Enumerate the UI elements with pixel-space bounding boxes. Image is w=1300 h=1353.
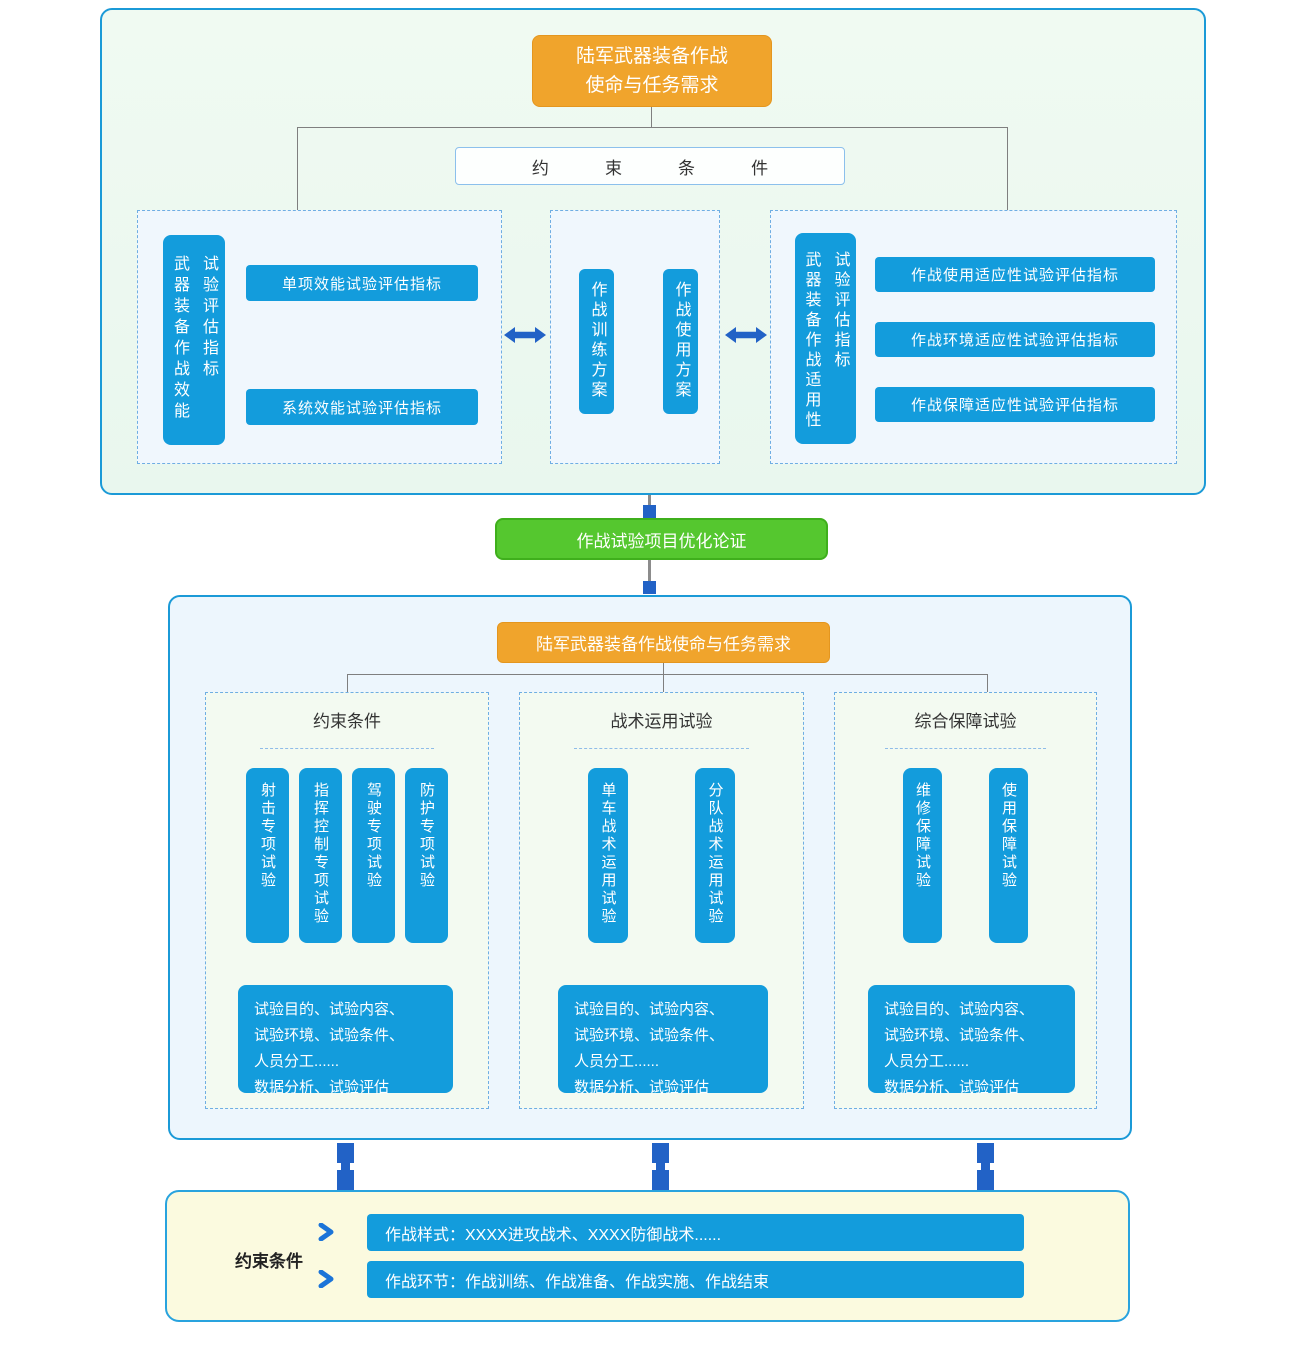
indicator-item: 系统效能试验评估指标	[246, 389, 478, 425]
group-columns: 单车战术运用试验 分队战术运用试验	[520, 768, 803, 943]
connector-line	[663, 674, 664, 692]
group-title: 综合保障试验	[914, 712, 1017, 731]
plug-connector-icon	[652, 1143, 669, 1190]
test-pill: 射击专项试验	[246, 768, 289, 943]
test-pill: 单车战术运用试验	[588, 768, 628, 943]
mission-requirement-box-top: 陆军武器装备作战 使命与任务需求	[532, 35, 772, 107]
node-connector-icon	[643, 581, 656, 594]
pill-text: 维修保障试验	[914, 782, 931, 890]
test-pill: 驾驶专项试验	[352, 768, 395, 943]
constraint-footer-panel: 约束条件 作战样式：XXXX进攻战术、XXXX防御战术...... 作战环节：作…	[165, 1190, 1130, 1322]
group-divider	[573, 748, 750, 749]
test-pill: 分队战术运用试验	[695, 768, 735, 943]
suitability-indicator-group: 武器装备作战适用性 试验评估指标 作战使用适应性试验评估指标 作战环境适应性试验…	[770, 210, 1177, 464]
connector-line	[347, 674, 988, 675]
indicator-item: 单项效能试验评估指标	[246, 265, 478, 301]
test-pill: 使用保障试验	[989, 768, 1028, 943]
node-connector-icon	[643, 505, 656, 518]
connector-line	[987, 674, 988, 692]
test-description-box: 试验目的、试验内容、 试验环境、试验条件、 人员分工...... 数据分析、试验…	[238, 985, 453, 1096]
test-description-box: 试验目的、试验内容、 试验环境、试验条件、 人员分工...... 数据分析、试验…	[868, 985, 1075, 1096]
test-pill: 指挥控制专项试验	[299, 768, 342, 943]
mission-requirement-box-bottom: 陆军武器装备作战使命与任务需求	[497, 622, 830, 663]
plug-connector-icon	[977, 1143, 994, 1190]
constraint-footer-label: 约束条件	[235, 1252, 303, 1271]
pill-text: 指挥控制专项试验	[312, 782, 329, 926]
top-panel: 陆军武器装备作战 使命与任务需求 约束条件 武器装备作战效能 试验评估指标 单项…	[100, 8, 1206, 495]
test-description-box: 试验目的、试验内容、 试验环境、试验条件、 人员分工...... 数据分析、试验…	[558, 985, 768, 1096]
pill-text: 分队战术运用试验	[706, 782, 724, 926]
side-label-text: 武器装备作战适用性 试验评估指标	[802, 251, 849, 431]
suitability-side-label: 武器装备作战适用性 试验评估指标	[795, 233, 856, 444]
connector-line	[347, 674, 348, 692]
group-columns: 射击专项试验 指挥控制专项试验 驾驶专项试验 防护专项试验	[206, 768, 488, 943]
group-title: 约束条件	[313, 712, 381, 731]
connector-line	[651, 107, 652, 127]
chevron-right-icon	[318, 1270, 334, 1288]
effectiveness-side-label: 武器装备作战效能 试验评估指标	[163, 235, 225, 445]
double-arrow-icon	[725, 327, 767, 343]
group-support-tests: 综合保障试验 维修保障试验 使用保障试验 试验目的、试验内容、 试验环境、试验条…	[834, 692, 1097, 1109]
indicator-item: 作战环境适应性试验评估指标	[875, 322, 1155, 357]
group-title: 战术运用试验	[610, 712, 713, 731]
node-connector-line	[648, 560, 651, 594]
test-pill: 维修保障试验	[903, 768, 942, 943]
side-label-text: 武器装备作战效能 试验评估指标	[171, 255, 217, 423]
group-tactical-tests: 战术运用试验 单车战术运用试验 分队战术运用试验 试验目的、试验内容、 试验环境…	[519, 692, 804, 1109]
chevron-right-icon	[318, 1223, 334, 1241]
combat-style-bar: 作战样式：XXXX进攻战术、XXXX防御战术......	[367, 1214, 1024, 1251]
pill-text: 射击专项试验	[259, 782, 276, 890]
indicator-item: 作战使用适应性试验评估指标	[875, 257, 1155, 292]
pill-text: 作战使用方案	[672, 281, 690, 401]
test-pill: 防护专项试验	[405, 768, 448, 943]
connector-line	[297, 127, 1008, 128]
effectiveness-indicator-group: 武器装备作战效能 试验评估指标 单项效能试验评估指标 系统效能试验评估指标	[137, 210, 502, 464]
group-divider	[884, 748, 1047, 749]
group-columns: 维修保障试验 使用保障试验	[835, 768, 1096, 943]
connector-line	[1007, 127, 1008, 211]
plan-group: 作战训练方案 作战使用方案	[550, 210, 720, 464]
group-divider	[259, 748, 435, 749]
usage-plan-pill: 作战使用方案	[663, 269, 698, 414]
combat-phase-bar: 作战环节：作战训练、作战准备、作战实施、作战结束	[367, 1261, 1024, 1298]
connector-line	[663, 663, 664, 674]
pill-text: 防护专项试验	[418, 782, 435, 890]
group-constraint-tests: 约束条件 射击专项试验 指挥控制专项试验 驾驶专项试验 防护专项试验 试验目的、…	[205, 692, 489, 1109]
optimization-box: 作战试验项目优化论证	[495, 518, 828, 560]
pill-text: 使用保障试验	[1000, 782, 1017, 890]
pill-text: 驾驶专项试验	[365, 782, 382, 890]
pill-text: 单车战术运用试验	[599, 782, 617, 926]
constraint-conditions-box: 约束条件	[455, 147, 845, 185]
training-plan-pill: 作战训练方案	[579, 269, 614, 414]
plug-connector-icon	[337, 1143, 354, 1190]
double-arrow-icon	[504, 327, 546, 343]
connector-line	[297, 127, 298, 211]
bottom-panel: 陆军武器装备作战使命与任务需求 约束条件 射击专项试验 指挥控制专项试验 驾驶专…	[168, 595, 1132, 1140]
pill-text: 作战训练方案	[588, 281, 606, 401]
indicator-item: 作战保障适应性试验评估指标	[875, 387, 1155, 422]
